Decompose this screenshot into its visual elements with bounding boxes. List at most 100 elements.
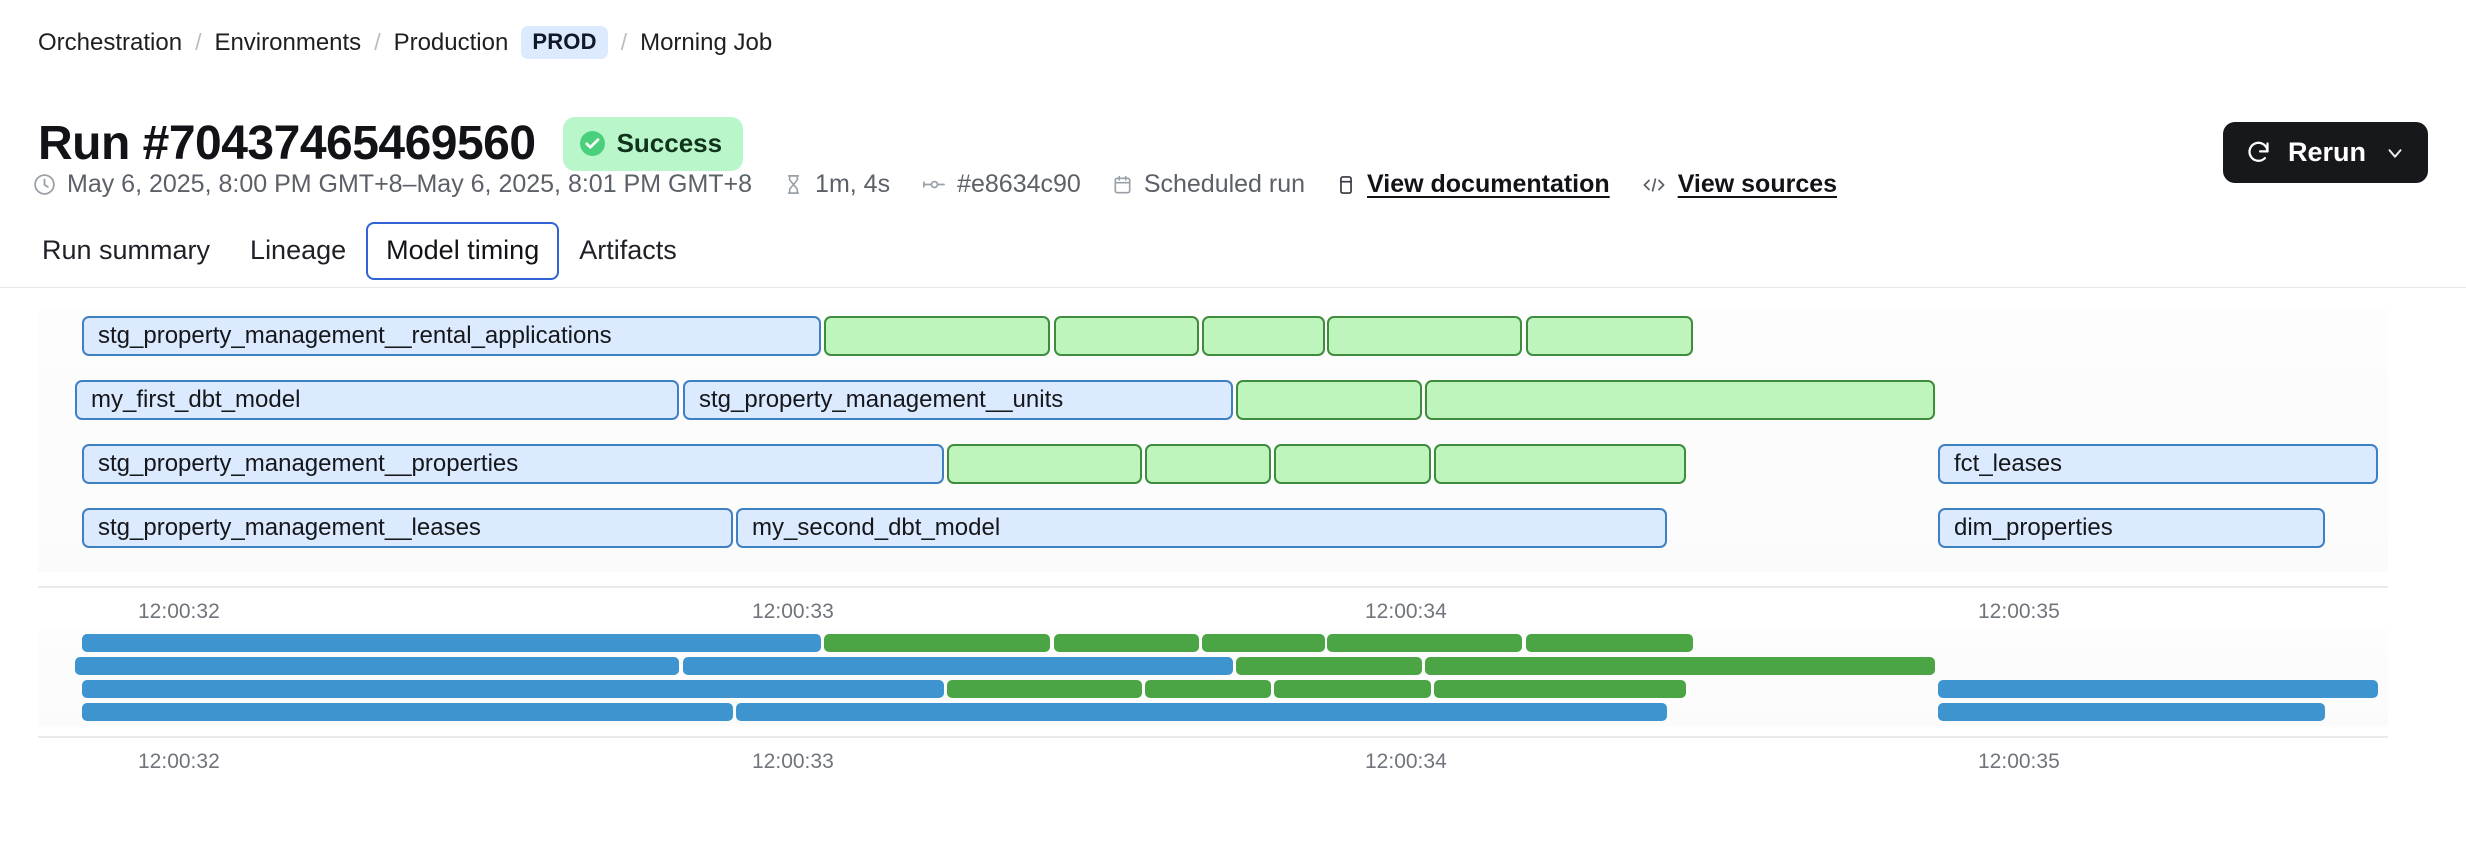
chart-lanes: stg_property_management__rental_applicat… xyxy=(0,310,2466,572)
gantt-bar[interactable] xyxy=(1054,634,1199,652)
gantt-bar[interactable] xyxy=(1202,316,1325,356)
axis-baseline xyxy=(38,586,2388,588)
commit-icon xyxy=(920,172,947,197)
gantt-bar[interactable] xyxy=(1938,680,2378,698)
axis-tick-label: 12:00:34 xyxy=(1365,600,1447,623)
gantt-bar[interactable] xyxy=(1327,634,1522,652)
gantt-bar-my_second_dbt_model[interactable]: my_second_dbt_model xyxy=(736,508,1667,548)
gantt-bar-stg_property_management__properties[interactable]: stg_property_management__properties xyxy=(82,444,944,484)
axis-baseline xyxy=(38,736,2388,738)
meta-item-clock: May 6, 2025, 8:00 PM GMT+8–May 6, 2025, … xyxy=(32,170,752,199)
axis-tick-label: 12:00:33 xyxy=(752,600,834,623)
axis-tick-label: 12:00:34 xyxy=(1365,750,1447,773)
gantt-bar[interactable] xyxy=(75,657,679,675)
breadcrumb-separator: / xyxy=(374,29,381,55)
gantt-bar-label: dim_properties xyxy=(1954,514,2113,541)
breadcrumb-item-orchestration[interactable]: Orchestration xyxy=(38,28,183,56)
meta-item-commit: #e8634c90 xyxy=(920,170,1081,199)
gantt-bar-fct_leases[interactable]: fct_leases xyxy=(1938,444,2378,484)
gantt-bar-label: stg_property_management__rental_applicat… xyxy=(98,322,612,349)
meta-item-hourglass: 1m, 4s xyxy=(782,170,890,199)
gantt-bar-stg_property_management__rental_applications[interactable]: stg_property_management__rental_applicat… xyxy=(82,316,821,356)
gantt-bar[interactable] xyxy=(1202,634,1325,652)
tab-artifacts[interactable]: Artifacts xyxy=(579,235,677,265)
tab-lineage[interactable]: Lineage xyxy=(250,235,347,265)
model-timing-chart-solid: 12:00:32 12:00:33 12:00:34 12:00:35 xyxy=(0,630,2466,830)
gantt-bar[interactable] xyxy=(1236,657,1422,675)
gantt-bar[interactable] xyxy=(1145,444,1271,484)
breadcrumb: Orchestration / Environments / Production PRO… xyxy=(38,26,772,59)
gantt-bar-stg_property_management__units[interactable]: stg_property_management__units xyxy=(683,380,1233,420)
gantt-bar[interactable] xyxy=(1274,444,1431,484)
chart-time-axis: 12:00:32 12:00:33 12:00:34 12:00:35 xyxy=(0,736,2466,780)
breadcrumb-separator: / xyxy=(620,29,628,55)
gantt-bar[interactable] xyxy=(1425,657,1935,675)
breadcrumb-item-morning-job: Morning Job xyxy=(640,28,773,56)
gantt-bar[interactable] xyxy=(1434,444,1686,484)
chevron-down-icon[interactable] xyxy=(2384,142,2406,164)
gantt-bar-dim_properties[interactable]: dim_properties xyxy=(1938,508,2325,548)
model-timing-chart-labeled: stg_property_management__rental_applicat… xyxy=(0,310,2466,623)
meta-item-label: May 6, 2025, 8:00 PM GMT+8–May 6, 2025, … xyxy=(67,170,753,198)
hourglass-icon xyxy=(782,172,805,197)
meta-item-document[interactable]: View documentation xyxy=(1335,170,1610,199)
gantt-bar[interactable] xyxy=(1327,316,1522,356)
axis-tick-label: 12:00:33 xyxy=(752,750,834,773)
status-badge: Success xyxy=(562,117,744,172)
gantt-bar[interactable] xyxy=(82,703,733,721)
gantt-bar[interactable] xyxy=(1274,680,1431,698)
gantt-bar[interactable] xyxy=(1526,316,1693,356)
gantt-bar[interactable] xyxy=(824,634,1050,652)
meta-item-label: #e8634c90 xyxy=(957,170,1081,198)
gantt-bar-label: stg_property_management__properties xyxy=(98,450,519,477)
gantt-bar[interactable] xyxy=(947,680,1142,698)
rerun-button-label: Rerun xyxy=(2287,137,2366,167)
gantt-bar[interactable] xyxy=(82,680,944,698)
document-icon xyxy=(1335,173,1357,197)
gantt-bar[interactable] xyxy=(683,657,1233,675)
check-circle-icon xyxy=(579,131,605,157)
calendar-icon xyxy=(1111,173,1134,197)
gantt-bar[interactable] xyxy=(1526,634,1693,652)
axis-tick-label: 12:00:32 xyxy=(138,750,220,773)
gantt-bar[interactable] xyxy=(1054,316,1199,356)
meta-item-code[interactable]: View sources xyxy=(1640,170,1837,199)
gantt-bar-my_first_dbt_model[interactable]: my_first_dbt_model xyxy=(75,380,679,420)
gantt-bar[interactable] xyxy=(1938,703,2325,721)
axis-tick-label: 12:00:32 xyxy=(138,600,220,623)
gantt-bar[interactable] xyxy=(1425,380,1935,420)
meta-item-calendar: Scheduled run xyxy=(1111,170,1305,199)
chart-lanes xyxy=(0,630,2466,726)
gantt-bar-label: fct_leases xyxy=(1954,450,2063,477)
tab-bar: Run summary Lineage Model timing Artifacts xyxy=(22,222,697,280)
tab-bar-divider xyxy=(0,287,2466,288)
gantt-bar-label: stg_property_management__leases xyxy=(98,514,481,541)
run-metadata: May 6, 2025, 8:00 PM GMT+8–May 6, 2025, … xyxy=(32,170,1867,199)
rerun-button[interactable]: Rerun xyxy=(2222,122,2428,183)
gantt-bar-label: my_first_dbt_model xyxy=(91,386,301,413)
gantt-bar[interactable] xyxy=(947,444,1142,484)
clock-icon xyxy=(32,172,57,197)
breadcrumb-item-environments[interactable]: Environments xyxy=(214,28,362,56)
meta-item-label: View documentation xyxy=(1367,170,1610,198)
gantt-bar[interactable] xyxy=(1145,680,1271,698)
breadcrumb-separator: / xyxy=(195,29,202,55)
tab-run-summary[interactable]: Run summary xyxy=(42,235,211,265)
gantt-bar[interactable] xyxy=(1434,680,1686,698)
refresh-icon xyxy=(2245,139,2272,166)
gantt-bar[interactable] xyxy=(1236,380,1422,420)
gantt-bar-stg_property_management__leases[interactable]: stg_property_management__leases xyxy=(82,508,733,548)
breadcrumb-badge-prod: PROD xyxy=(521,26,608,59)
gantt-bar-label: stg_property_management__units xyxy=(699,386,1064,413)
axis-tick-label: 12:00:35 xyxy=(1978,750,2060,773)
meta-item-label: View sources xyxy=(1677,170,1838,198)
meta-item-label: 1m, 4s xyxy=(815,170,891,198)
gantt-bar[interactable] xyxy=(824,316,1050,356)
gantt-bar[interactable] xyxy=(736,703,1667,721)
breadcrumb-item-production[interactable]: Production xyxy=(393,28,509,56)
tab-model-timing[interactable]: Model timing xyxy=(366,222,560,280)
code-icon xyxy=(1640,173,1668,197)
gantt-bar[interactable] xyxy=(82,634,821,652)
